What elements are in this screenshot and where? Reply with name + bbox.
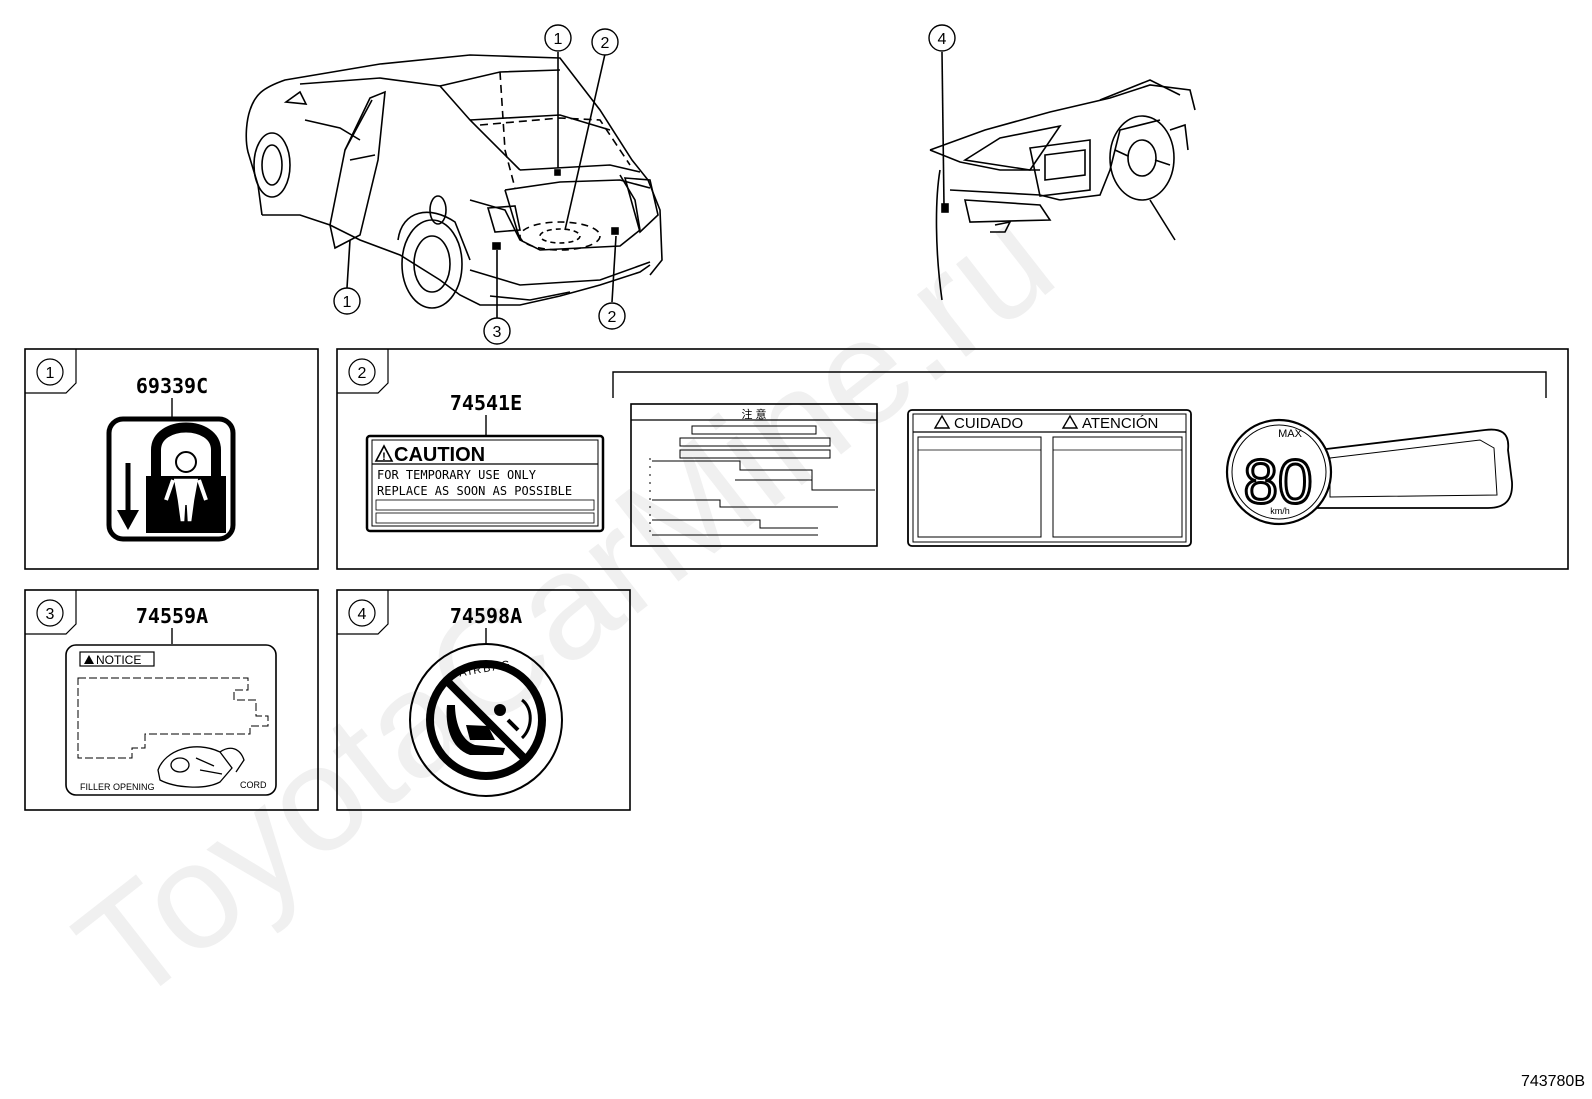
- svg-text:3: 3: [493, 324, 502, 341]
- panel-3-number: 3: [46, 606, 55, 623]
- svg-text:1: 1: [554, 31, 563, 48]
- speed-value-text: 80: [1244, 448, 1313, 517]
- part-number-74541E: 74541E: [450, 391, 522, 415]
- callout-3-bottom: 3: [483, 317, 511, 345]
- callout-1-top: 1: [544, 24, 572, 52]
- atencion-text: ATENCIÓN: [1082, 415, 1158, 432]
- svg-text:2: 2: [608, 309, 617, 326]
- svg-text:1: 1: [343, 294, 352, 311]
- callout-4-top: 4: [928, 24, 956, 52]
- svg-text:4: 4: [938, 31, 947, 48]
- dashboard-illustration: [929, 51, 1196, 301]
- cord-text: CORD: [240, 780, 267, 790]
- car-rear-view-illustration: [245, 52, 663, 318]
- svg-text:2: 2: [601, 35, 610, 52]
- japanese-caution-label: 注 意: [630, 403, 878, 547]
- part-number-74559A: 74559A: [136, 604, 208, 628]
- child-lock-icon: [106, 416, 236, 542]
- caution-line-2: REPLACE AS SOON AS POSSIBLE: [377, 484, 572, 498]
- panel-3-notice-label: 3 74559A NOTICE FILLER OPENING CORD: [24, 589, 319, 811]
- panel-4-airbag-label: 4 74598A AIRBAG: [336, 589, 631, 811]
- warning-icon: !: [382, 451, 386, 463]
- part-number-69339C: 69339C: [136, 374, 208, 398]
- part-number-74598A: 74598A: [450, 604, 522, 628]
- filler-opening-text: FILLER OPENING: [80, 782, 155, 792]
- speed-max-text: MAX: [1278, 428, 1303, 440]
- panel-2-tire-labels: 2 74541E ! CAUTION FOR TEMPORARY USE ONL…: [336, 348, 1569, 570]
- notice-text: NOTICE: [96, 653, 141, 667]
- callout-1-bottom: 1: [333, 287, 361, 315]
- caution-title: CAUTION: [394, 444, 485, 466]
- cuidado-text: CUIDADO: [954, 415, 1023, 432]
- callout-2-bottom: 2: [598, 302, 626, 330]
- callout-2-top: 2: [591, 28, 619, 56]
- panel-1-number: 1: [46, 365, 55, 382]
- caution-line-1: FOR TEMPORARY USE ONLY: [377, 468, 537, 482]
- japanese-title: 注 意: [741, 407, 766, 421]
- panel-4-number: 4: [358, 606, 367, 623]
- cuidado-atencion-label: CUIDADO ATENCIÓN: [907, 409, 1192, 547]
- panel-1-child-lock-label: 1 69339C: [24, 348, 319, 570]
- caution-label: ! CAUTION FOR TEMPORARY USE ONLY REPLACE…: [365, 434, 605, 533]
- filler-cord-illustration: [157, 746, 245, 788]
- speed-unit-text: km/h: [1270, 506, 1290, 516]
- panel-2-number: 2: [358, 365, 367, 382]
- diagram-code: 743780B: [1521, 1073, 1585, 1090]
- speed-limit-label: MAX 80 km/h: [1225, 418, 1513, 526]
- no-child-seat-airbag-icon: [409, 643, 563, 797]
